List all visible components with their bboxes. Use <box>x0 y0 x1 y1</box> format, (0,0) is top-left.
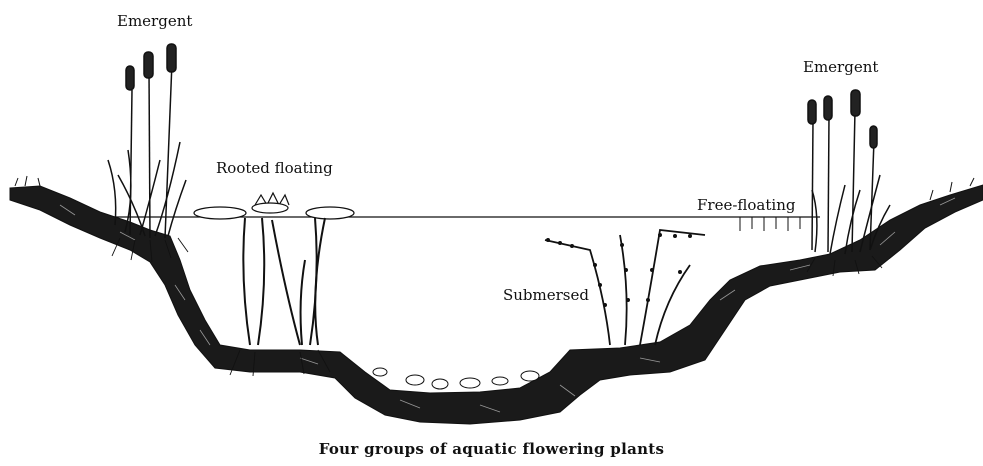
label-emergent-left: Emergent <box>117 12 192 30</box>
figure-caption: Four groups of aquatic flowering plants <box>0 440 983 458</box>
label-free-floating: Free-floating <box>697 196 795 214</box>
emergent-cattails-left <box>108 44 186 238</box>
free-floating-plants <box>740 217 800 231</box>
pebbles <box>373 368 539 389</box>
rooted-floating-plants <box>194 193 354 345</box>
emergent-cattails-right <box>808 90 890 254</box>
bank-grass <box>15 176 974 200</box>
label-emergent-right: Emergent <box>803 58 878 76</box>
label-rooted-floating: Rooted floating <box>216 159 333 177</box>
label-submersed: Submersed <box>503 286 589 304</box>
